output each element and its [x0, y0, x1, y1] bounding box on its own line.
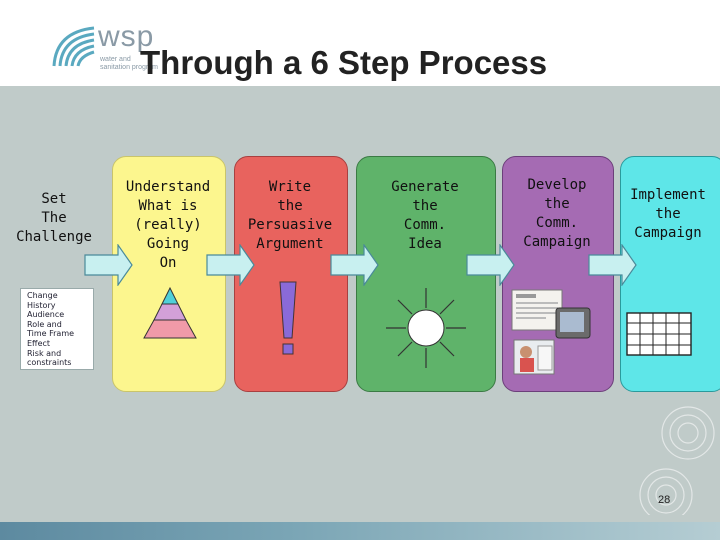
logo-subtitle-line2: sanitation program	[100, 64, 158, 71]
list-item: Risk and	[27, 348, 62, 358]
label-line: the	[412, 198, 438, 214]
label-line: Idea	[408, 236, 442, 252]
footer-stripe	[0, 522, 720, 540]
list-item: Change	[27, 291, 58, 300]
label-line: Comm.	[403, 217, 447, 233]
label-line: (really)	[134, 217, 202, 233]
label-line: Set	[41, 191, 67, 207]
label-line: Understand	[125, 179, 211, 195]
label-line: Going	[146, 236, 190, 252]
label-line: What is	[138, 198, 198, 214]
list-item: constraints	[27, 358, 72, 368]
arrow-right-icon	[206, 244, 255, 286]
step-implement-label: Implement the Campaign	[612, 186, 720, 243]
label-line: Develop	[527, 177, 587, 193]
slide-title: Through a 6 Step Process	[140, 44, 548, 81]
label-line: Persuasive	[247, 217, 333, 233]
logo-subtitle-line1: water and	[100, 56, 131, 63]
list-item: Effect	[27, 338, 51, 348]
label-line: Comm.	[535, 215, 579, 231]
step-set-challenge-label: Set The Challenge	[4, 190, 104, 247]
step-develop-label: Develop the Comm. Campaign	[502, 176, 612, 252]
arrow-right-icon	[588, 244, 637, 286]
label-line: Write	[268, 179, 312, 195]
list-item: Audience	[27, 310, 65, 320]
arrow-right-icon	[466, 244, 515, 286]
logo-wordmark: wsp	[98, 20, 155, 53]
label-line: Generate	[391, 179, 459, 195]
label-line: the	[544, 196, 570, 212]
label-line: the	[655, 206, 681, 222]
challenge-factor-list: Change History Audience Role and Time Fr…	[20, 288, 94, 370]
wsp-wave-logo-icon	[52, 26, 95, 67]
calendar-grid-icon	[626, 312, 692, 356]
arrow-right-icon	[330, 244, 379, 286]
label-line: Implement	[630, 187, 706, 203]
list-item: Role and	[27, 319, 62, 329]
slide-header: wsp water and sanitation program Through…	[0, 0, 720, 86]
label-line: the	[277, 198, 303, 214]
label-line: Campaign	[523, 234, 591, 250]
label-line: The	[41, 210, 67, 226]
step-generate-label: Generate the Comm. Idea	[356, 178, 494, 254]
list-item: Time Frame	[27, 329, 75, 339]
decorative-rings	[639, 406, 715, 515]
step-understand-label: Understand What is (really) Going On	[112, 178, 224, 273]
page-number: 28	[658, 494, 671, 506]
step-write-label: Write the Persuasive Argument	[234, 178, 346, 254]
label-line: On	[159, 255, 177, 271]
pyramid-icon	[143, 286, 197, 339]
label-line: Argument	[256, 236, 324, 252]
sun-idea-icon	[386, 288, 466, 368]
media-collage-icon	[511, 289, 591, 375]
label-line: Challenge	[16, 229, 92, 245]
logo-subtitle: water and sanitation program	[100, 56, 160, 72]
exclamation-icon	[279, 281, 297, 355]
arrow-right-icon	[84, 244, 133, 286]
label-line: Campaign	[634, 225, 702, 241]
list-item: History	[27, 300, 56, 310]
